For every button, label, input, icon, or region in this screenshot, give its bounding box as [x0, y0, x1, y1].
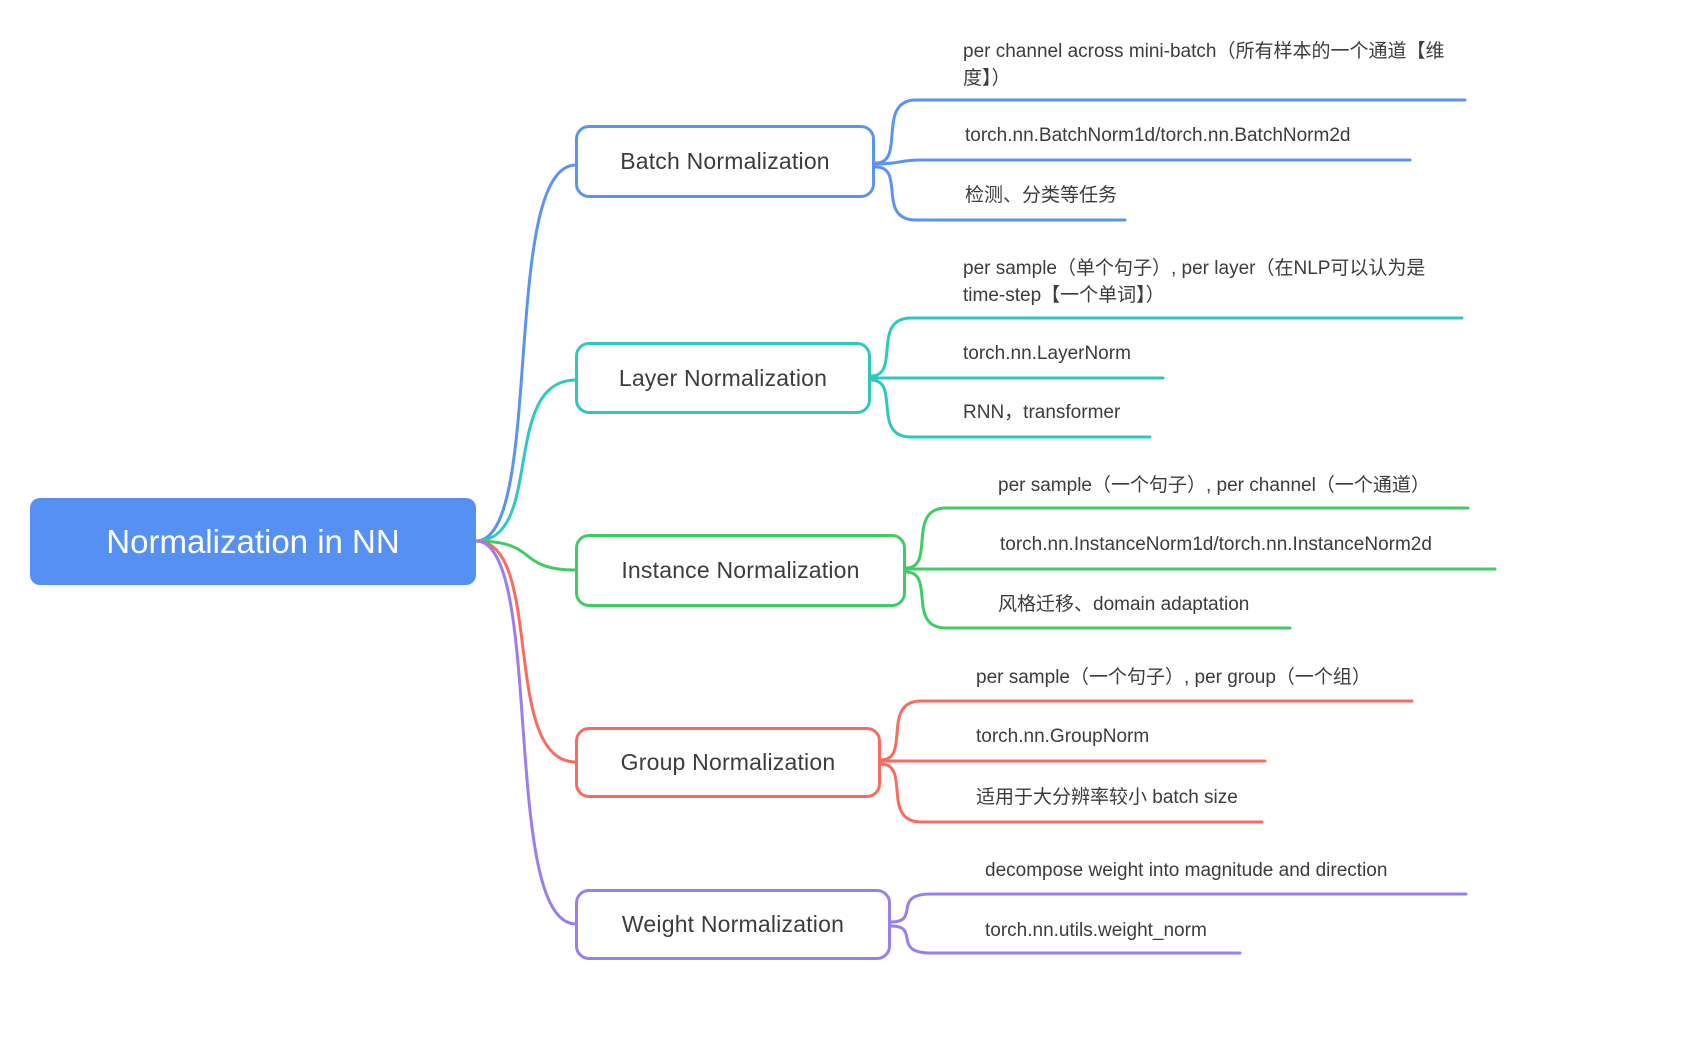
leaf-underline: [879, 762, 1264, 824]
leaf-underline: [904, 506, 1470, 570]
leaf-underline: [869, 378, 1152, 439]
root-topic-label: Normalization in NN: [106, 522, 400, 560]
branch-curve-instance: [474, 539, 578, 572]
subtopic-weight-scope[interactable]: decompose weight into magnitude and dire…: [985, 860, 1388, 881]
topic-instance-normalization[interactable]: Instance Normalization: [575, 534, 906, 607]
topic-label: Batch Normalization: [620, 148, 830, 174]
subtopic-layer-api[interactable]: torch.nn.LayerNorm: [963, 343, 1131, 364]
subtopic-instance-api[interactable]: torch.nn.InstanceNorm1d/torch.nn.Instanc…: [1000, 534, 1432, 555]
topic-group-normalization[interactable]: Group Normalization: [575, 727, 881, 798]
leaf-underline: [889, 892, 1468, 924]
subtopic-batch-api[interactable]: torch.nn.BatchNorm1d/torch.nn.BatchNorm2…: [965, 125, 1351, 146]
subtopic-batch-usage[interactable]: 检测、分类等任务: [965, 185, 1118, 206]
branch-curve-batch: [474, 163, 578, 543]
leaf-underline: [874, 158, 1412, 166]
leaf-underline: [869, 316, 1464, 378]
topic-label: Weight Normalization: [621, 911, 845, 937]
branch-curve-group: [474, 539, 578, 764]
leaf-underline: [874, 165, 1127, 222]
subtopic-instance-scope[interactable]: per sample（一个句子）, per channel（一个通道）: [998, 475, 1430, 496]
subtopic-layer-scope[interactable]: per sample（单个句子）, per layer（在NLP可以认为是tim…: [963, 258, 1426, 306]
root-topic[interactable]: Normalization in NN: [30, 498, 476, 585]
subtopic-batch-scope[interactable]: per channel across mini-batch（所有样本的一个通道【…: [963, 41, 1445, 89]
branch-curve-layer: [474, 378, 578, 543]
subtopic-group-scope[interactable]: per sample（一个句子）, per group（一个组）: [976, 667, 1371, 688]
subtopic-instance-usage[interactable]: 风格迁移、domain adaptation: [998, 594, 1250, 615]
topic-label: Group Normalization: [620, 749, 836, 775]
subtopic-group-api[interactable]: torch.nn.GroupNorm: [976, 726, 1150, 747]
leaf-underline: [874, 98, 1467, 165]
subtopic-weight-api[interactable]: torch.nn.utils.weight_norm: [985, 920, 1207, 941]
topic-label: Instance Normalization: [621, 557, 860, 583]
leaf-underline: [889, 924, 1242, 955]
leaf-underline: [904, 570, 1292, 630]
topic-weight-normalization[interactable]: Weight Normalization: [575, 889, 891, 960]
branch-curve-weight: [474, 539, 578, 926]
topic-label: Layer Normalization: [618, 364, 828, 391]
topic-layer-normalization[interactable]: Layer Normalization: [575, 342, 871, 414]
subtopic-layer-usage[interactable]: RNN，transformer: [963, 402, 1121, 423]
leaf-underline: [879, 699, 1414, 762]
subtopic-group-usage[interactable]: 适用于大分辨率较小 batch size: [976, 787, 1238, 808]
topic-batch-normalization[interactable]: Batch Normalization: [575, 125, 875, 198]
